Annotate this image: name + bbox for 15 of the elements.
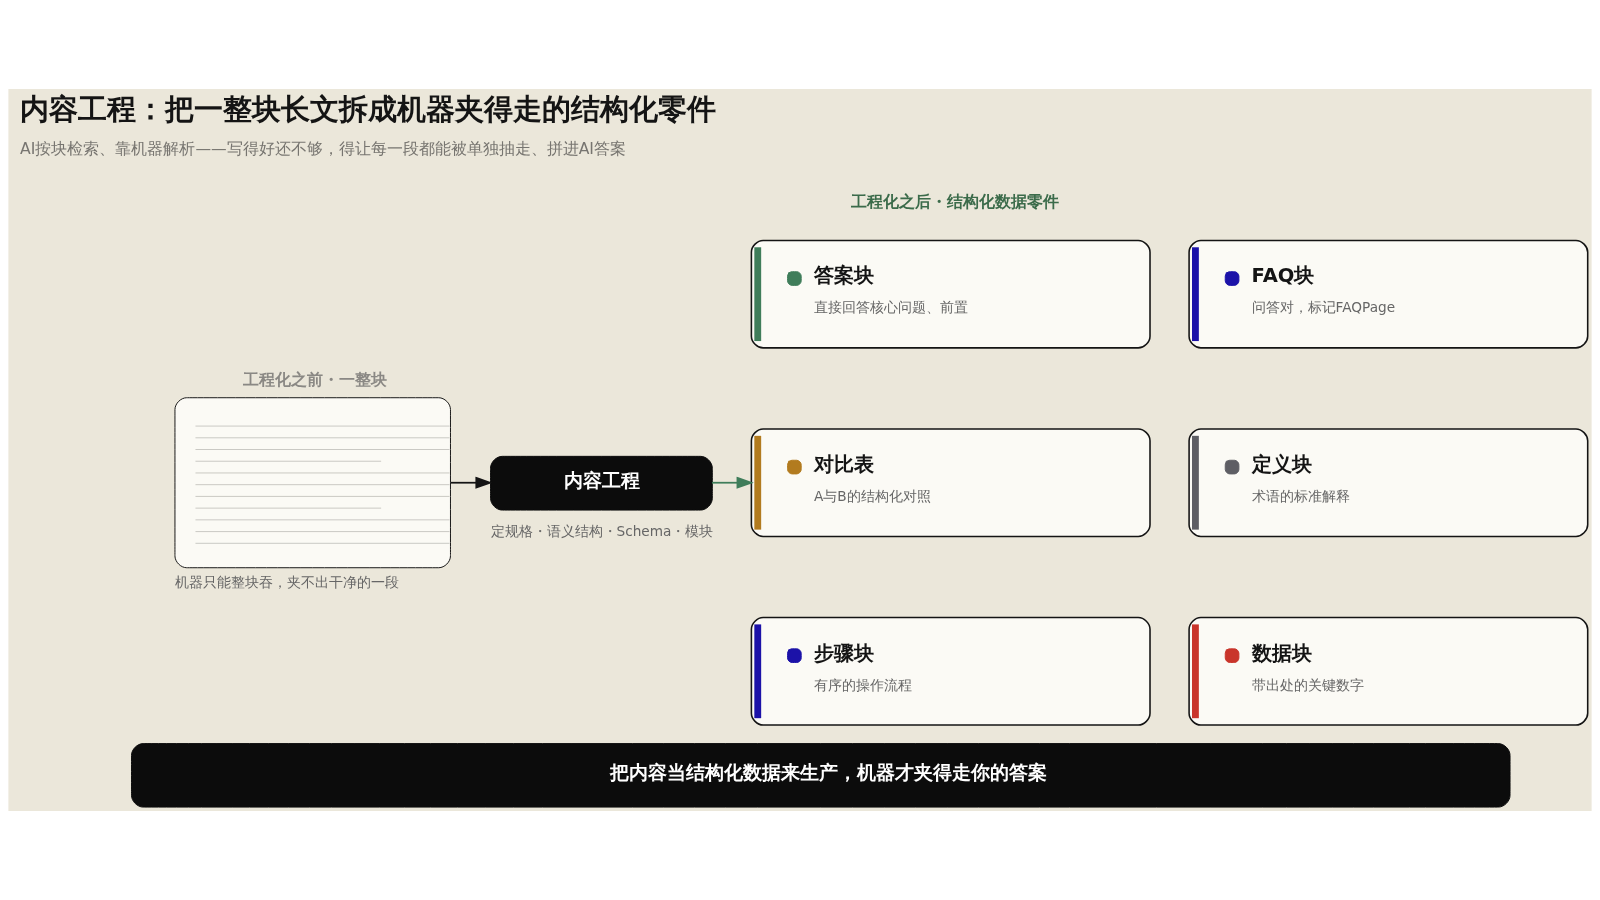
- node-label: 工程化之前・一整块: [243, 369, 388, 389]
- diagram-title: 内容工程：把一整块长文拆成机器夹得走的结构化零件: [20, 92, 717, 127]
- node-label: 机器只能整块吞，夹不出干净的一段: [174, 573, 399, 590]
- node-box: FAQ块 问答对，标记FAQPage: [1188, 239, 1589, 349]
- node-box: 对比表 A与B的结构化对照: [750, 428, 1151, 538]
- arrow: [449, 476, 493, 489]
- node-box: 把内容当结构化数据来生产，机器才夹得走你的答案: [131, 743, 1511, 808]
- node-label: 定规格・语义结构・Schema・模块: [490, 522, 714, 539]
- node-box: 步骤块 有序的操作流程: [750, 616, 1151, 726]
- label: 工程化之后・结构化数据零件: [850, 192, 1059, 212]
- node-box: 数据块 带出处的关键数字: [1188, 616, 1589, 726]
- arrow: [711, 476, 754, 489]
- node-box: 定义块 术语的标准解释: [1188, 428, 1589, 538]
- node-box: 答案块 直接回答核心问题、前置: [750, 239, 1151, 349]
- label: AI按块检索、靠机器解析——写得好还不够，得让每一段都能被单独抽走、拼进AI答案: [20, 139, 626, 159]
